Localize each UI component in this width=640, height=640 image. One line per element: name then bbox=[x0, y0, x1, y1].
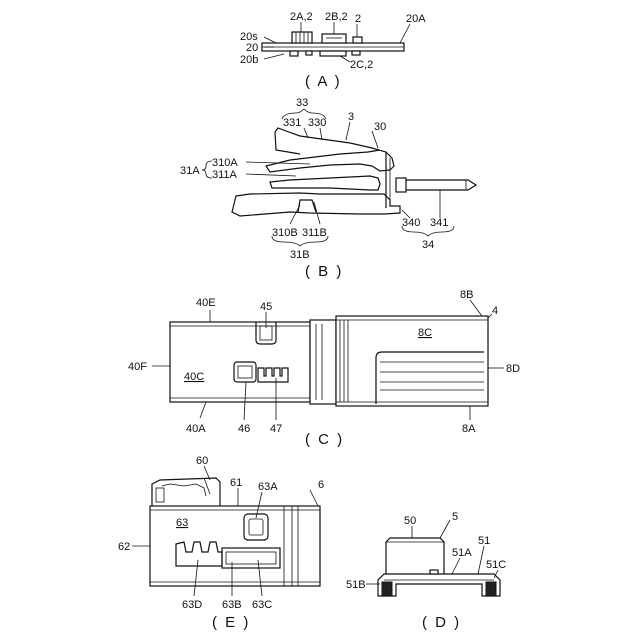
label-2c-2: 2C,2 bbox=[350, 59, 373, 71]
label-51: 51 bbox=[478, 535, 490, 547]
label-63: 63 bbox=[176, 517, 188, 529]
caption-a: ( A ) bbox=[305, 73, 342, 90]
label-8d: 8D bbox=[506, 363, 520, 375]
label-47: 47 bbox=[270, 423, 282, 435]
label-2a-2: 2A,2 bbox=[290, 11, 313, 23]
label-2: 2 bbox=[355, 13, 361, 25]
label-20a: 20A bbox=[406, 13, 426, 25]
label-60: 60 bbox=[196, 455, 208, 467]
label-20b: 20b bbox=[240, 54, 258, 66]
panel-e: 60 61 63A 6 63 62 63D 63B 63C ( E ) bbox=[118, 455, 324, 631]
label-61: 61 bbox=[230, 477, 242, 489]
label-6: 6 bbox=[318, 479, 324, 491]
label-8a: 8A bbox=[462, 423, 476, 435]
label-40c: 40C bbox=[184, 371, 204, 383]
label-330: 330 bbox=[308, 117, 326, 129]
label-40a: 40A bbox=[186, 423, 206, 435]
caption-e: ( E ) bbox=[212, 614, 250, 631]
label-331: 331 bbox=[283, 117, 301, 129]
label-30: 30 bbox=[374, 121, 386, 133]
label-2b-2: 2B,2 bbox=[325, 11, 348, 23]
label-3: 3 bbox=[348, 111, 354, 123]
label-8b: 8B bbox=[460, 289, 473, 301]
label-33: 33 bbox=[296, 97, 308, 109]
label-63a: 63A bbox=[258, 481, 278, 493]
label-8c: 8C bbox=[418, 327, 432, 339]
label-40e: 40E bbox=[196, 297, 216, 309]
panel-c-drawing bbox=[152, 300, 504, 420]
label-311b: 311B bbox=[302, 227, 327, 239]
label-46: 46 bbox=[238, 423, 250, 435]
caption-c: ( C ) bbox=[305, 431, 344, 448]
label-31b: 31B bbox=[290, 249, 310, 261]
label-340: 340 bbox=[402, 217, 420, 229]
caption-d: ( D ) bbox=[422, 614, 461, 631]
label-31a: 31A bbox=[180, 165, 200, 177]
label-40f: 40F bbox=[128, 361, 147, 373]
label-63c: 63C bbox=[252, 599, 272, 611]
label-310a: 310A bbox=[212, 157, 238, 169]
panel-e-drawing bbox=[132, 466, 320, 596]
panel-d: 50 5 51A 51 51C 51B ( D ) bbox=[346, 511, 506, 631]
label-45: 45 bbox=[260, 301, 272, 313]
label-20: 20 bbox=[246, 42, 258, 54]
panel-a-drawing bbox=[262, 22, 410, 62]
label-63d: 63D bbox=[182, 599, 202, 611]
label-311a: 311A bbox=[212, 169, 238, 181]
label-5: 5 bbox=[452, 511, 458, 523]
label-63b: 63B bbox=[222, 599, 242, 611]
label-50: 50 bbox=[404, 515, 416, 527]
label-310b: 310B bbox=[272, 227, 298, 239]
label-34: 34 bbox=[422, 239, 434, 251]
label-62: 62 bbox=[118, 541, 130, 553]
panel-a: 2A,2 2B,2 2 20A 20s 20 20b 2C,2 ( A ) bbox=[240, 11, 426, 90]
panel-d-drawing bbox=[366, 520, 500, 596]
label-51b: 51B bbox=[346, 579, 366, 591]
label-51c: 51C bbox=[486, 559, 506, 571]
label-51a: 51A bbox=[452, 547, 472, 559]
caption-b: ( B ) bbox=[305, 263, 343, 280]
panel-b: 33 331 330 3 30 310A 311A 31A 340 341 34… bbox=[180, 97, 476, 280]
label-4: 4 bbox=[492, 305, 498, 317]
panel-c: 40E 45 8B 4 8C 40F 40C 8D 40A 46 47 8A (… bbox=[128, 289, 520, 448]
label-341: 341 bbox=[430, 217, 448, 229]
